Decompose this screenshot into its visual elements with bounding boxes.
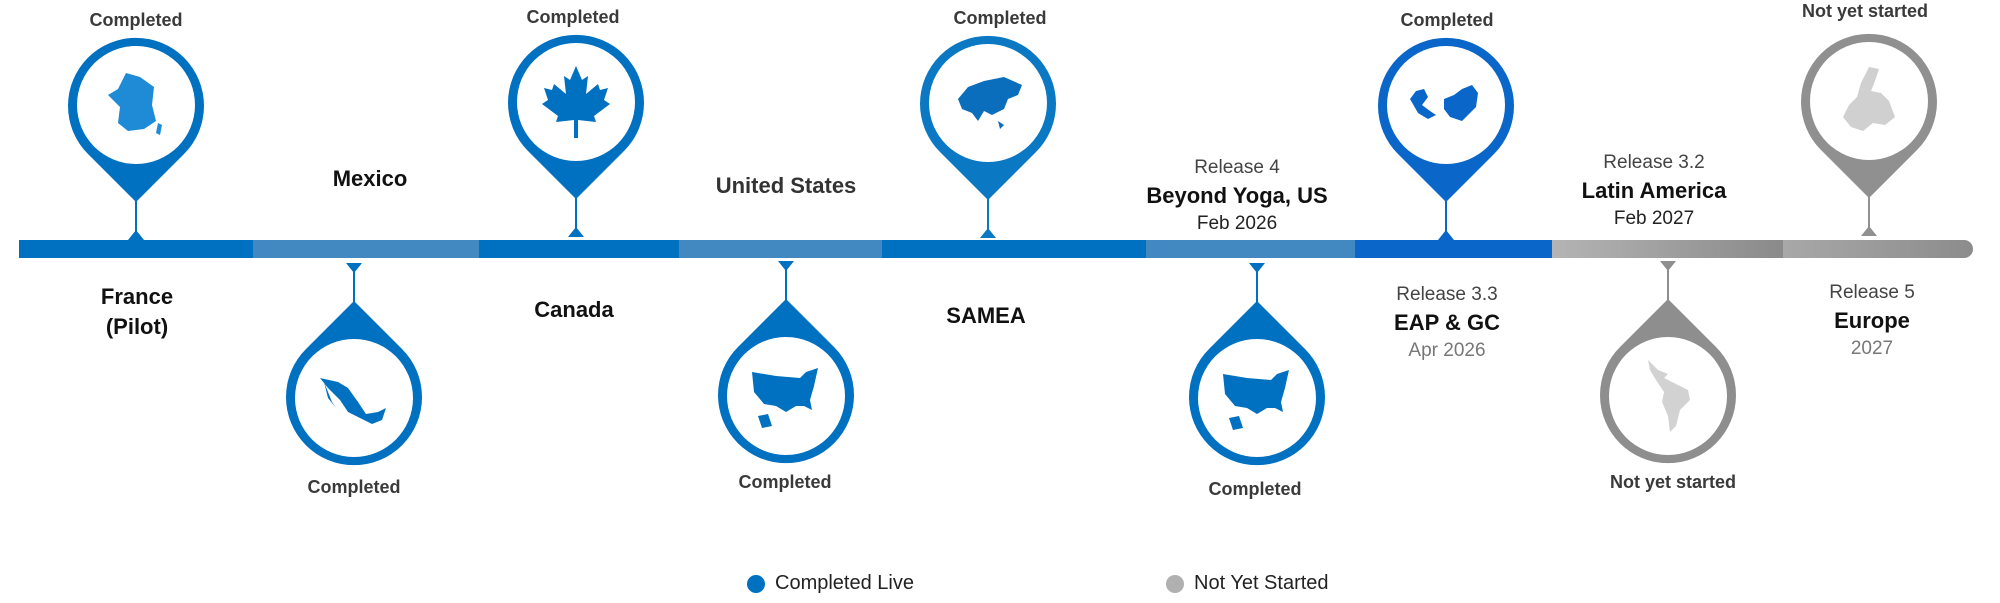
status-mexico: Completed <box>307 477 401 497</box>
milestone-name: Latin America <box>1581 178 1727 203</box>
legend-label: Completed Live <box>775 572 914 594</box>
timeline-segment-us <box>679 240 882 258</box>
status-canada: Completed <box>526 7 620 27</box>
latin-america-map-icon <box>1648 360 1690 432</box>
timeline-segment-canada <box>479 240 679 258</box>
pin-eap-gc <box>1366 30 1526 245</box>
milestone-eap-gc: Release 3.3 EAP & GC Apr 2026 <box>1394 282 1500 364</box>
timeline-segment-europe <box>1783 240 1973 258</box>
milestone-name-samea: SAMEA <box>946 303 1026 328</box>
release-date: Apr 2026 <box>1408 340 1486 361</box>
status-france: Completed <box>89 10 183 30</box>
milestone-name-mexico: Mexico <box>332 166 408 191</box>
pin-canada <box>496 27 656 242</box>
release-date: Feb 2026 <box>1196 213 1278 234</box>
legend-label: Not Yet Started <box>1194 572 1329 594</box>
timeline-segment-mexico <box>253 240 479 258</box>
release-label: Release 3.2 <box>1603 152 1705 173</box>
release-label: Release 4 <box>1194 157 1280 178</box>
milestone-latin-america: Release 3.2 Latin America Feb 2027 <box>1582 150 1727 232</box>
asia-map-icon <box>958 77 1022 129</box>
name-line-2: (Pilot) <box>105 314 169 339</box>
usa-map-icon <box>752 368 818 428</box>
release-date: 2027 <box>1850 338 1894 359</box>
usa-map-icon <box>1223 370 1289 430</box>
status-eap-gc: Completed <box>1400 10 1494 30</box>
asia-pacific-china-map-icon <box>1410 85 1478 121</box>
milestone-name-united-states: United States <box>715 173 857 198</box>
status-beyond-yoga-us: Completed <box>1208 479 1302 499</box>
milestone-name: Beyond Yoga, US <box>1146 183 1328 208</box>
status-united-states: Completed <box>738 472 832 492</box>
europe-map-icon <box>1843 67 1895 131</box>
pin-samea <box>908 28 1068 243</box>
legend-completed-live: Completed Live <box>747 572 914 595</box>
timeline-segment-beyond-yoga <box>1146 240 1355 258</box>
release-label: Release 3.3 <box>1396 284 1498 305</box>
status-europe: Not yet started <box>1801 1 1929 21</box>
status-latin-america: Not yet started <box>1609 472 1737 492</box>
pin-beyond-yoga-us <box>1177 258 1337 473</box>
milestone-europe: Release 5 Europe 2027 <box>1829 280 1915 362</box>
release-date: Feb 2027 <box>1613 208 1695 229</box>
milestone-name-canada: Canada <box>534 297 614 322</box>
pin-latin-america <box>1588 256 1748 471</box>
mexico-map-icon <box>320 378 386 424</box>
legend-not-yet-started: Not Yet Started <box>1166 572 1329 595</box>
blue-dot-icon <box>747 574 765 593</box>
pin-united-states <box>706 256 866 471</box>
milestone-beyond-yoga-us: Release 4 Beyond Yoga, US Feb 2026 <box>1146 155 1327 237</box>
france-map-icon <box>108 73 162 135</box>
timeline-segment-latin-america <box>1552 240 1783 258</box>
status-samea: Completed <box>953 8 1047 28</box>
pin-france <box>56 30 216 245</box>
milestone-name-france: France (Pilot) <box>101 282 173 342</box>
name-line-1: France <box>100 284 174 309</box>
pin-europe <box>1789 26 1949 241</box>
milestone-name: EAP & GC <box>1394 310 1500 335</box>
maple-leaf-icon <box>542 66 610 138</box>
timeline-segment-samea <box>882 240 1146 258</box>
pin-mexico <box>274 258 434 473</box>
gray-dot-icon <box>1166 574 1184 593</box>
milestone-name: Europe <box>1834 308 1910 333</box>
release-label: Release 5 <box>1829 282 1915 303</box>
timeline-segment-france <box>19 240 253 258</box>
timeline-segment-eap-gc <box>1355 240 1552 258</box>
